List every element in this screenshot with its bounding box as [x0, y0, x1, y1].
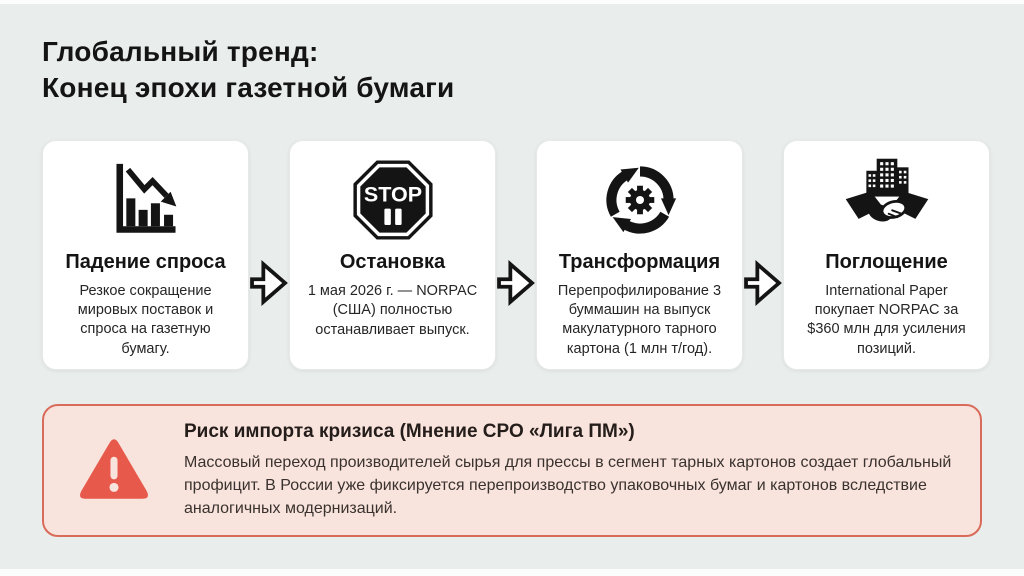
arrow-right-icon — [250, 250, 288, 316]
warning-body: Риск импорта кризиса (Мнение СРО «Лига П… — [184, 421, 980, 521]
step-text: Резкое сокращение мировых поставок и спр… — [77, 282, 214, 357]
bottom-edge-strip — [0, 569, 1024, 576]
page-title-line2: Конец эпохи газетной бумаги — [42, 71, 455, 103]
step-title: Остановка — [339, 251, 446, 273]
arrow-right-icon — [497, 250, 535, 316]
warning-text: Массовый переход производителей сырья дл… — [184, 453, 952, 518]
steps-row: Падение спроса Резкое сокращение мировых… — [42, 140, 990, 370]
recycle-gear-icon — [598, 156, 682, 244]
step-title: Трансформация — [558, 250, 721, 273]
page-title: Глобальный тренд: Конец эпохи газетной б… — [42, 34, 454, 105]
top-edge-strip — [0, 0, 1024, 4]
warning-title: Риск импорта кризиса (Мнение СРО «Лига П… — [184, 420, 635, 442]
gear-icon — [625, 185, 654, 215]
step-title: Поглощение — [825, 250, 948, 273]
step-text: 1 мая 2026 г. — NORPAC (США) полностью о… — [307, 283, 478, 338]
page-title-line1: Глобальный тренд: — [42, 36, 319, 67]
step-text: International Paper покупает NORPAC за $… — [807, 282, 966, 357]
step-card-falling-demand: Падение спроса Резкое сокращение мировых… — [42, 140, 249, 370]
declining-chart-icon — [105, 156, 187, 244]
step-title: Падение спроса — [65, 250, 226, 273]
step-card-shutdown: STOP Остановка 1 мая 2026 г. — NORPAC (С… — [289, 140, 496, 370]
handshake-buildings-icon — [844, 156, 930, 244]
warning-triangle-icon — [44, 433, 184, 509]
stop-sign-icon: STOP — [350, 156, 436, 244]
arrow-right-icon — [744, 250, 782, 316]
warning-panel: Риск импорта кризиса (Мнение СРО «Лига П… — [42, 404, 982, 537]
step-card-acquisition: Поглощение International Paper покупает … — [783, 140, 990, 370]
stop-sign-label: STOP — [363, 183, 421, 207]
step-card-transformation: Трансформация Перепрофилирование 3 бумма… — [536, 140, 743, 370]
step-text: Перепрофилирование 3 буммашин на выпуск … — [557, 282, 722, 357]
